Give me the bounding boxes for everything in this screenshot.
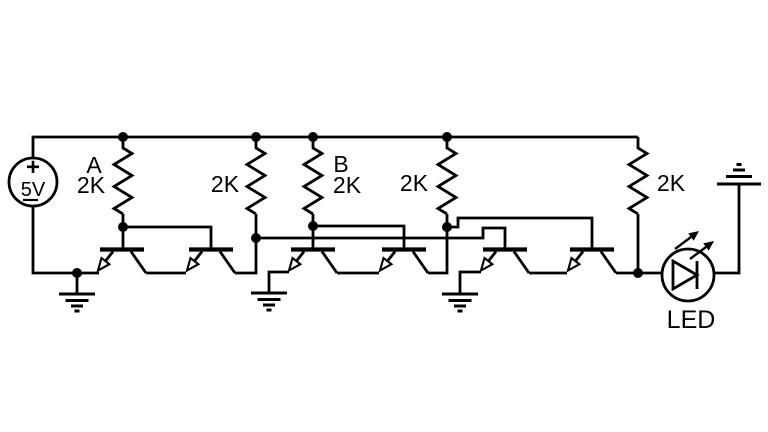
led-label: LED [667, 306, 716, 334]
transistor-q5 [481, 250, 529, 274]
transistors [98, 250, 616, 274]
wire-r4-node-to-q6-base [447, 216, 594, 250]
junction-dot [308, 132, 318, 142]
wire-source-to-ground-rail [31, 206, 99, 275]
resistor-r1 [112, 135, 134, 216]
junction-dot [72, 268, 82, 278]
resistor-r1-value: 2K [77, 172, 106, 198]
resistor-r5-value: 2K [657, 170, 686, 196]
junction-dots [72, 132, 643, 278]
wire-q5-emitter-to-ground [458, 270, 481, 294]
resistor-r2 [245, 135, 267, 216]
wire-q3-emitter-to-ground [267, 270, 289, 293]
junction-dot [118, 132, 128, 142]
voltage-label: 5V [21, 179, 46, 201]
wire-node-a-to-q2-base [123, 225, 213, 250]
transistor-q2 [187, 250, 235, 274]
led [660, 231, 716, 303]
input-b-label: B [333, 151, 348, 177]
wire-node-b-to-q4-base [313, 224, 406, 250]
plus-polarity-label: + [26, 154, 40, 181]
wire-r4-to-q4-collector [428, 214, 449, 275]
wire-q2-collector-to-r2 [235, 214, 258, 275]
junction-dot [251, 233, 261, 243]
led-light-arrows-icon [674, 231, 714, 260]
voltage-source: + 5V [7, 154, 59, 208]
resistor-r3 [302, 135, 324, 216]
resistors [112, 135, 649, 216]
transistor-q3 [289, 250, 337, 274]
ground-icon-3 [440, 292, 480, 313]
labels: A 2K 2K B 2K 2K 2K LED [77, 151, 715, 334]
wire-r2-node-to-q5-base [256, 226, 507, 250]
transistor-q4 [380, 250, 428, 274]
junction-dot [442, 132, 452, 142]
resistor-r2-value: 2K [211, 171, 240, 197]
wire-top-rail [31, 135, 638, 158]
wire-led-to-upper-ground [714, 184, 741, 275]
input-a-label: A [86, 152, 102, 178]
resistor-r5 [627, 135, 649, 216]
resistor-r3-value: 2K [333, 172, 362, 198]
ground-icon-1 [57, 292, 97, 313]
led-anode-triangle [671, 258, 700, 292]
junction-dot [308, 221, 318, 231]
junction-dot [251, 132, 261, 142]
ground-icon-2 [249, 291, 289, 312]
junction-dot [442, 222, 452, 232]
junction-dot [633, 268, 643, 278]
transistor-q1 [98, 250, 146, 274]
voltage-source-circle [7, 156, 59, 208]
transistor-q6 [568, 250, 616, 274]
resistor-r4-value: 2K [400, 170, 429, 196]
resistor-r4 [436, 135, 458, 216]
junction-dot [118, 222, 128, 232]
ground-icon-inverted [715, 163, 763, 186]
